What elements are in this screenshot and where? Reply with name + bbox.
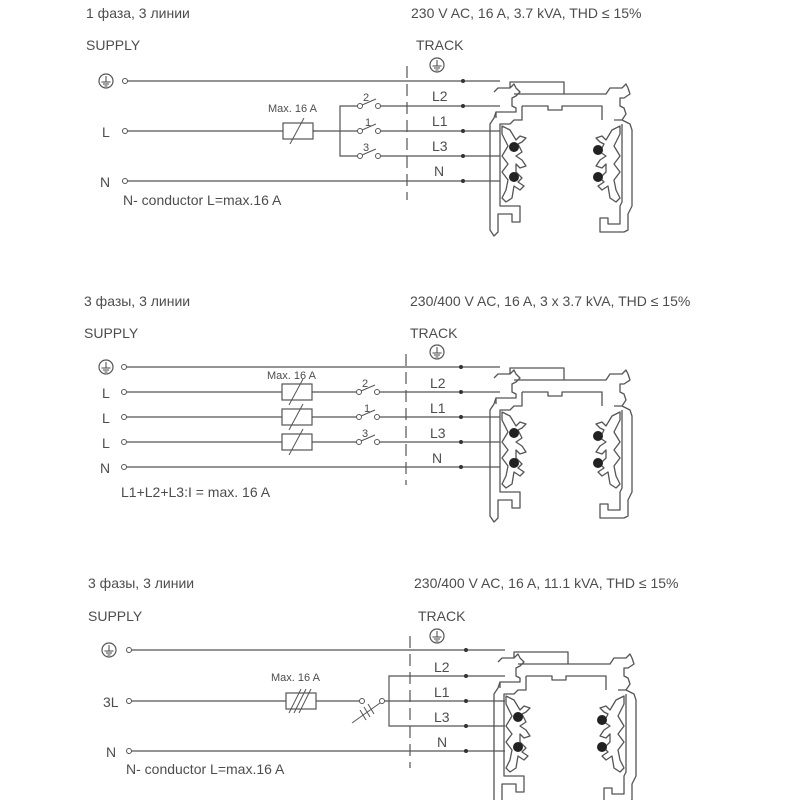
track-line-label: L2 bbox=[434, 659, 450, 675]
diagram-spec: 230/400 V AC, 16 A, 11.1 kVA, THD ≤ 15% bbox=[414, 575, 679, 591]
ground-icon-supply bbox=[101, 642, 117, 658]
ground-icon-track bbox=[429, 628, 445, 644]
switch-3: 3 bbox=[356, 428, 380, 445]
svg-text:2: 2 bbox=[362, 378, 368, 390]
breaker bbox=[282, 122, 314, 140]
supply-line-label: L bbox=[102, 385, 110, 401]
track-line-label: L1 bbox=[430, 400, 446, 416]
diagram-spec: 230/400 V AC, 16 A, 3 x 3.7 kVA, THD ≤ 1… bbox=[410, 293, 690, 309]
track-label: TRACK bbox=[418, 608, 466, 624]
supply-label: SUPPLY bbox=[88, 608, 143, 624]
diagram-title: 3 фазы, 3 линии bbox=[88, 575, 194, 591]
ground-icon-track bbox=[429, 57, 445, 73]
svg-text:3: 3 bbox=[362, 428, 368, 440]
ground-icon-supply bbox=[98, 73, 114, 89]
diagram-note: N- conductor L=max.16 A bbox=[123, 192, 282, 208]
diagram-2: 3 фазы, 3 линии 230/400 V AC, 16 A, 3 x … bbox=[84, 293, 690, 523]
svg-text:3: 3 bbox=[363, 142, 369, 154]
switch-1: 1 bbox=[357, 117, 381, 134]
diagram-note: L1+L2+L3:I = max. 16 A bbox=[121, 484, 271, 500]
track-line-label: N bbox=[437, 734, 447, 750]
track-line-label: N bbox=[432, 450, 442, 466]
track-profile bbox=[489, 367, 633, 523]
svg-text:2: 2 bbox=[363, 92, 369, 104]
track-label: TRACK bbox=[410, 325, 458, 341]
supply-line-label: N bbox=[100, 460, 110, 476]
track-profile bbox=[489, 81, 633, 237]
switch-1: 1 bbox=[356, 403, 380, 420]
breaker-label: Max. 16 A bbox=[268, 103, 318, 115]
track-line-label: L2 bbox=[432, 88, 448, 104]
supply-label: SUPPLY bbox=[86, 37, 141, 53]
track-line-label: N bbox=[434, 163, 444, 179]
switch-3: 3 bbox=[357, 142, 381, 159]
track-profile bbox=[493, 651, 637, 800]
track-line-label: L1 bbox=[434, 684, 450, 700]
supply-line-label: L bbox=[102, 410, 110, 426]
supply-label: SUPPLY bbox=[84, 325, 139, 341]
supply-line-label: L bbox=[102, 435, 110, 451]
track-line-label: L3 bbox=[430, 425, 446, 441]
track-line-label: L3 bbox=[434, 709, 450, 725]
breaker-label: Max. 16 A bbox=[267, 370, 317, 382]
breaker bbox=[281, 378, 313, 456]
track-line-label: L2 bbox=[430, 375, 446, 391]
track-label: TRACK bbox=[416, 37, 464, 53]
diagram-title: 3 фазы, 3 линии bbox=[84, 293, 190, 309]
diagram-1: 1 фаза, 3 линии 230 V AC, 16 A, 3.7 kVA,… bbox=[86, 5, 642, 237]
breaker-label: Max. 16 A bbox=[271, 672, 321, 684]
three-pole-switch bbox=[351, 698, 385, 724]
diagram-3: 3 фазы, 3 линии 230/400 V AC, 16 A, 11.1… bbox=[88, 575, 679, 800]
supply-line-label: N bbox=[106, 744, 116, 760]
track-line-label: L3 bbox=[432, 138, 448, 154]
breaker bbox=[285, 688, 317, 714]
ground-icon-supply bbox=[98, 359, 114, 375]
switch-2: 2 bbox=[356, 378, 380, 395]
switch-2: 2 bbox=[357, 92, 381, 109]
supply-line-label: 3L bbox=[103, 694, 119, 710]
svg-text:1: 1 bbox=[365, 117, 371, 129]
svg-text:1: 1 bbox=[364, 403, 370, 415]
ground-icon-track bbox=[429, 344, 445, 360]
supply-line-label: N bbox=[100, 174, 110, 190]
diagram-note: N- conductor L=max.16 A bbox=[126, 761, 285, 777]
diagram-spec: 230 V AC, 16 A, 3.7 kVA, THD ≤ 15% bbox=[411, 5, 642, 21]
track-line-label: L1 bbox=[432, 113, 448, 129]
diagram-title: 1 фаза, 3 линии bbox=[86, 5, 190, 21]
supply-line-label: L bbox=[102, 124, 110, 140]
